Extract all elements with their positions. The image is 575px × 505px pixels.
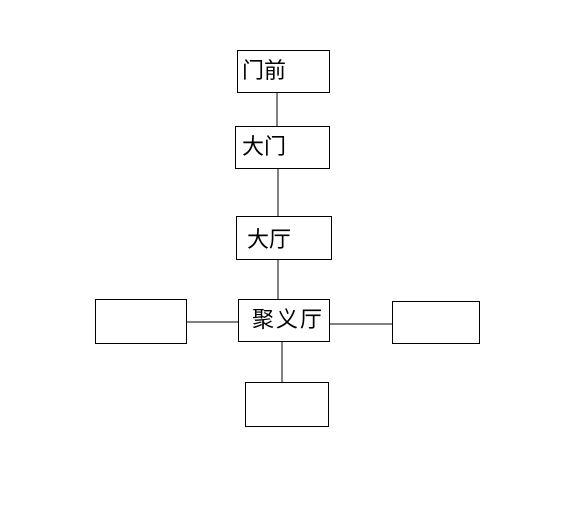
node-damen-label: 大门: [242, 134, 287, 160]
node-menqian-label: 门前: [242, 58, 287, 84]
node-juyiting-label: 聚义厅: [252, 307, 325, 333]
node-bottom: [245, 382, 329, 427]
node-right: [392, 301, 480, 344]
node-menqian: 门前: [237, 50, 330, 93]
node-damen: 大门: [235, 126, 330, 169]
node-left: [95, 299, 187, 344]
node-juyiting: 聚义厅: [238, 299, 330, 342]
node-dating: 大厅: [236, 216, 332, 260]
node-dating-label: 大厅: [247, 228, 292, 253]
